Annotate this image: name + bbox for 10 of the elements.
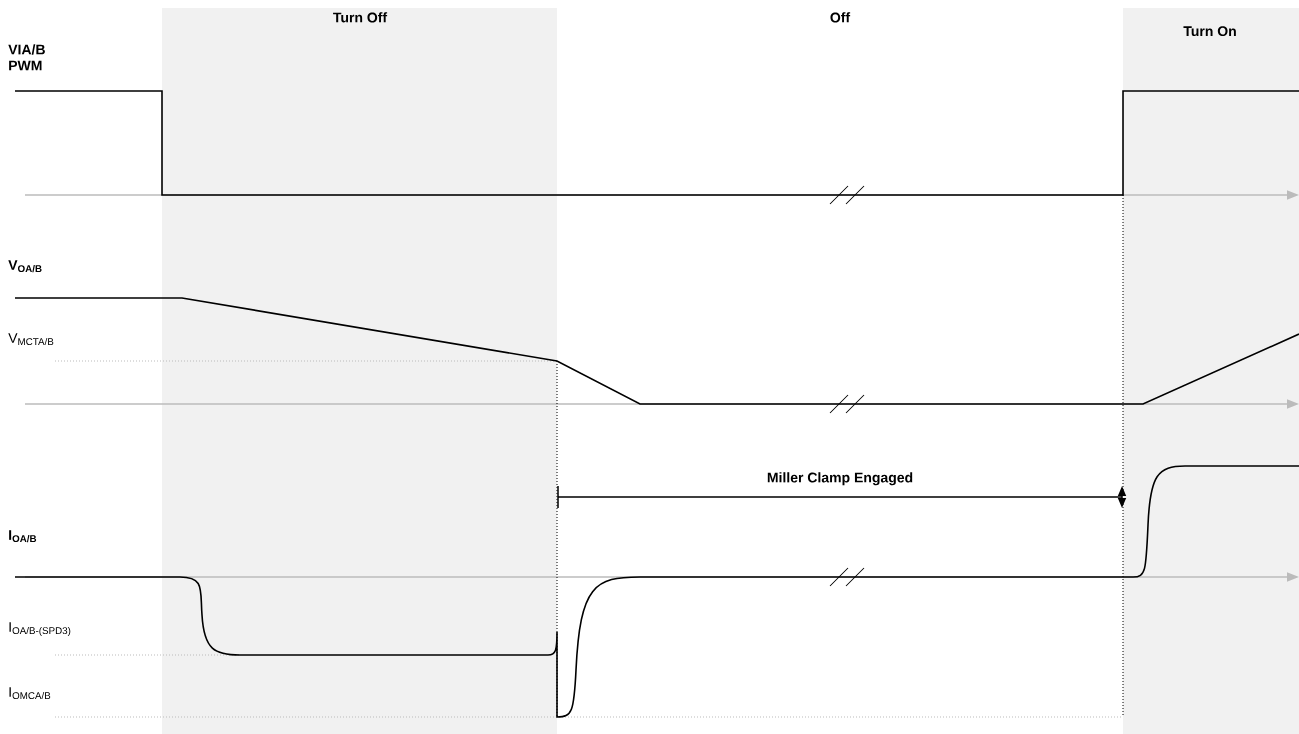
phase-heading: Turn Off: [333, 12, 388, 23]
signal-label: VIA/B PWM: [8, 44, 45, 71]
level-label: V$_{MCTA/B}$: [8, 333, 54, 346]
phase-heading: Turn On: [1183, 26, 1236, 37]
signal-label: I$_{OA/B}$: [9, 530, 37, 543]
level-label: I$_{OA/B-(SPD3)}$: [9, 622, 71, 636]
dimension-label: Miller Clamp Engaged: [767, 472, 913, 486]
signal-label: V$_{OA/B}$: [8, 260, 42, 273]
phase-heading: Off: [830, 12, 851, 23]
level-label: I$_{OMCA/B}$: [9, 687, 51, 700]
